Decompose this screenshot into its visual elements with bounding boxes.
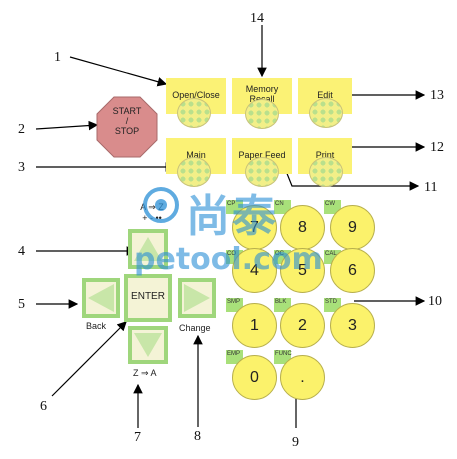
key-6[interactable]: 6 xyxy=(330,248,375,293)
callout-11: 11 xyxy=(424,180,438,195)
key-3[interactable]: 3 xyxy=(330,303,375,348)
change-label: Change xyxy=(179,323,211,333)
callout-12: 12 xyxy=(430,140,444,155)
callout-2: 2 xyxy=(18,122,25,137)
edit-label: Edit xyxy=(317,90,333,100)
callout-8: 8 xyxy=(194,429,201,444)
main-dots xyxy=(177,157,211,187)
back-label: Back xyxy=(86,321,107,331)
arrow-1 xyxy=(69,56,168,87)
key-2[interactable]: 2 xyxy=(280,303,325,348)
key-5[interactable]: 5 xyxy=(280,248,325,293)
watermark-logo-icon xyxy=(143,187,179,223)
open-close-label: Open/Close xyxy=(172,90,220,100)
callout-4: 4 xyxy=(18,244,25,259)
enter-key[interactable]: ENTER xyxy=(124,274,172,322)
down-hint: Z ⇒ A xyxy=(133,368,157,378)
watermark-url: petool.com xyxy=(134,242,323,277)
up-arrow-icon xyxy=(134,237,162,261)
edit-dots xyxy=(309,98,343,128)
back-arrow-key[interactable] xyxy=(82,278,120,318)
start-stop-label: START / STOP xyxy=(112,106,142,136)
print-dots xyxy=(309,157,343,187)
callout-10: 10 xyxy=(428,294,442,309)
down-arrow-icon xyxy=(134,333,162,357)
down-arrow-key[interactable] xyxy=(128,326,168,364)
main-label: Main xyxy=(186,150,206,160)
open-close-dots xyxy=(177,98,211,128)
key-9[interactable]: 9 xyxy=(330,205,375,250)
key-dot[interactable]: . xyxy=(280,355,325,400)
arrow-6 xyxy=(51,321,127,397)
callout-5: 5 xyxy=(18,297,25,312)
callout-13: 13 xyxy=(430,88,444,103)
start-stop-button[interactable] xyxy=(96,96,158,158)
callout-9: 9 xyxy=(292,435,299,450)
print-label: Print xyxy=(315,150,335,160)
watermark-brand: 尚泰 xyxy=(186,191,278,242)
key-0[interactable]: 0 xyxy=(232,355,277,400)
right-arrow-icon xyxy=(184,284,210,312)
key-4[interactable]: 4 xyxy=(232,248,277,293)
left-arrow-icon xyxy=(88,284,114,312)
callout-6: 6 xyxy=(40,399,47,414)
paper-feed-label: Paper Feed xyxy=(238,150,286,160)
callout-14: 14 xyxy=(250,11,264,26)
change-arrow-key[interactable] xyxy=(178,278,216,318)
enter-label: ENTER xyxy=(131,291,165,302)
callout-7: 7 xyxy=(134,430,141,445)
key-1[interactable]: 1 xyxy=(232,303,277,348)
arrow-2 xyxy=(35,120,99,131)
callout-3: 3 xyxy=(18,160,25,175)
callout-1: 1 xyxy=(54,50,61,65)
up-arrow-key[interactable] xyxy=(128,229,168,269)
memory-recall-dots xyxy=(245,99,279,129)
paper-feed-dots xyxy=(245,157,279,187)
